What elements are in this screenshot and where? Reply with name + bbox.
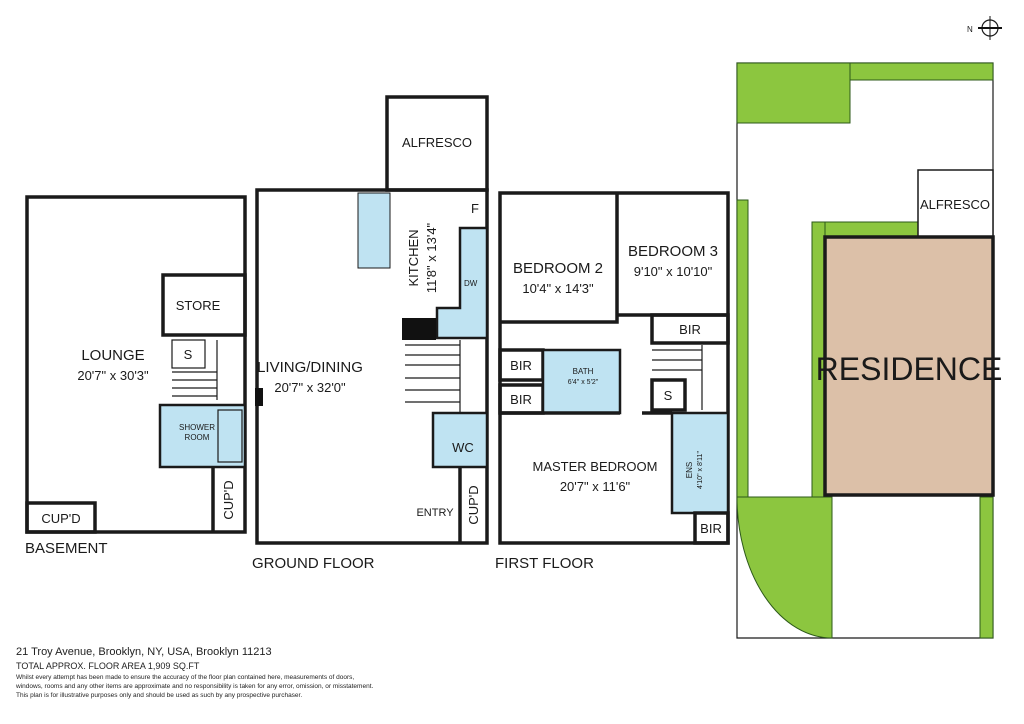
compass-north-label: N [967, 25, 973, 34]
room-bedroom3-dimensions: 9'10" x 10'10" [634, 264, 713, 279]
room-master-dimensions: 20'7" x 11'6" [560, 479, 631, 494]
room-living-dimensions: 20'7" x 32'0" [274, 380, 346, 395]
basement-title: BASEMENT [25, 540, 108, 557]
built-in-robe-label: BIR [700, 521, 722, 536]
room-shower-label-2: ROOM [185, 433, 210, 442]
room-lounge-label: LOUNGE [81, 347, 144, 364]
room-wc-label: WC [452, 440, 474, 455]
site-alfresco-label: ALFRESCO [920, 197, 990, 212]
cupboard-label: CUP'D [466, 485, 481, 524]
residence-label: RESIDENCE [816, 351, 1003, 387]
built-in-robe-label: BIR [510, 392, 532, 407]
first-floor-plan: BEDROOM 2 10'4" x 14'3" BEDROOM 3 9'10" … [495, 191, 730, 572]
disclaimer-line: Whilst every attempt has been made to en… [16, 674, 355, 681]
room-ensuite-label: ENS [685, 462, 694, 478]
disclaimer-line: windows, rooms and any other items are a… [16, 683, 374, 690]
cupboard-label: CUP'D [221, 480, 236, 519]
room-lounge-dimensions: 20'7" x 30'3" [77, 368, 149, 383]
basement-plan: LOUNGE 20'7" x 30'3" STORE S SHOWER ROOM… [25, 195, 247, 557]
ground-floor-title: GROUND FLOOR [252, 555, 375, 572]
built-in-robe-label: BIR [510, 358, 532, 373]
disclaimer-line: This plan is for illustrative purposes o… [16, 692, 303, 699]
fridge-label: F [471, 201, 479, 216]
first-floor-title: FIRST FLOOR [495, 555, 594, 572]
room-store-label: STORE [176, 298, 221, 313]
room-bath-dimensions: 6'4" x 5'2" [568, 379, 599, 386]
dishwasher-label: DW [464, 279, 478, 288]
room-bath-label: BATH [573, 367, 594, 376]
room-kitchen-label: KITCHEN [406, 229, 421, 286]
room-shower-label: SHOWER [179, 423, 215, 432]
room-living-label: LIVING/DINING [257, 359, 363, 376]
room-bedroom2-dimensions: 10'4" x 14'3" [522, 281, 594, 296]
address: 21 Troy Avenue, Brooklyn, NY, USA, Brook… [16, 646, 272, 658]
room-ensuite-dimensions: 4'10" x 8'11" [697, 451, 704, 489]
storage-s-label: S [184, 347, 193, 362]
site-plan: ALFRESCO RESIDENCE [736, 62, 1003, 639]
floor-area: TOTAL APPROX. FLOOR AREA 1,909 SQ.FT [16, 661, 200, 671]
room-master-label: MASTER BEDROOM [533, 459, 658, 474]
built-in-robe-label: BIR [679, 322, 701, 337]
compass-icon: N [967, 16, 1002, 40]
room-bedroom2-label: BEDROOM 2 [513, 260, 603, 277]
room-bedroom3-label: BEDROOM 3 [628, 243, 718, 260]
storage-s-label: S [664, 388, 673, 403]
room-kitchen-dimensions: 11'8" x 13'4" [424, 222, 439, 293]
entry-label: ENTRY [416, 507, 454, 519]
ground-floor-plan: ALFRESCO LIVING/DINING 20'7" x 32'0" KIT… [252, 95, 489, 572]
room-alfresco-label: ALFRESCO [402, 135, 472, 150]
cupboard-label: CUP'D [41, 511, 80, 526]
